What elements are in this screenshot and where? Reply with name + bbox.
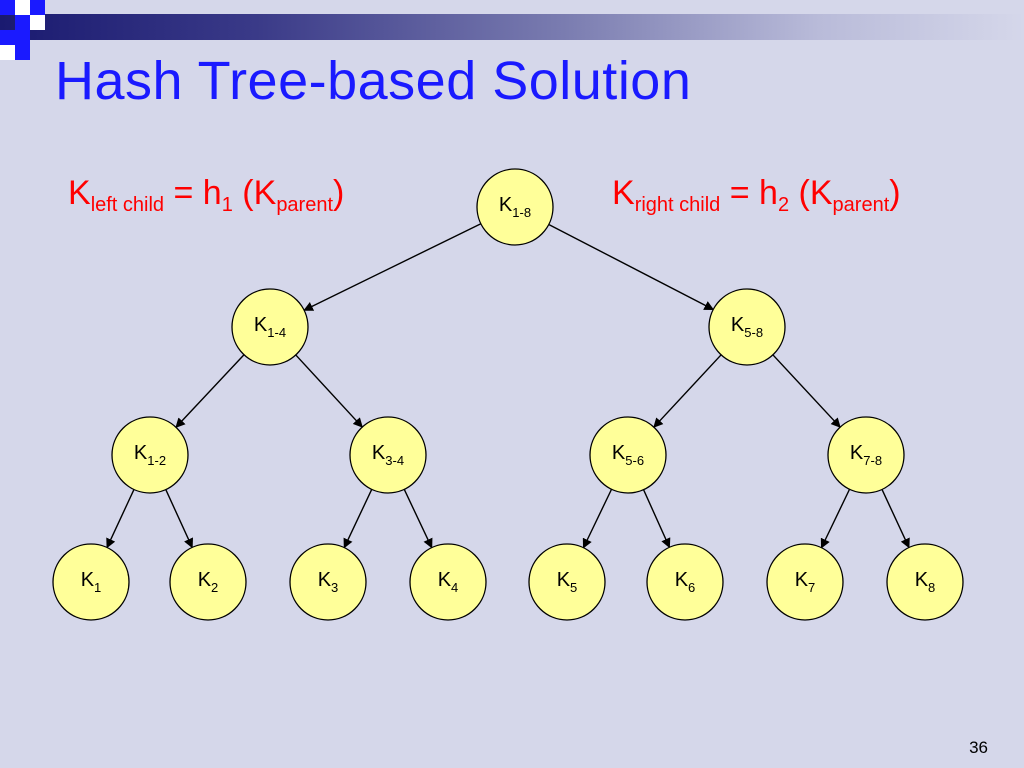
tree-node-circle [827, 416, 905, 494]
tree-node-1: K1 [52, 543, 130, 621]
tree-edge-5-8-to-5-6 [653, 354, 722, 428]
tree-node-label: K2 [198, 569, 219, 595]
tree-node-4: K4 [409, 543, 487, 621]
tree-node-circle [349, 416, 427, 494]
tree-node-8: K8 [886, 543, 964, 621]
tree-node-circle [231, 288, 309, 366]
tree-edge-1-4-to-3-4 [295, 354, 363, 428]
tree-node-circle [476, 168, 554, 246]
tree-node-3-4: K3-4 [349, 416, 427, 494]
tree-node-3: K3 [289, 543, 367, 621]
tree-node-circle [708, 288, 786, 366]
tree-edge-7-8-to-7 [820, 488, 851, 549]
tree-node-circle [409, 543, 487, 621]
tree-node-circle [52, 543, 130, 621]
page-number: 36 [969, 738, 988, 757]
tree-node-label: K1 [81, 569, 102, 595]
tree-node-circle [646, 543, 724, 621]
tree-node-1-8: K1-8 [476, 168, 554, 246]
tree-node-label: K7-8 [850, 442, 882, 468]
tree-node-circle [766, 543, 844, 621]
tree-edge-1-8-to-1-4 [303, 223, 482, 311]
tree-node-7-8: K7-8 [827, 416, 905, 494]
tree-edge-7-8-to-8 [881, 489, 910, 549]
tree-edge-1-8-to-5-8 [548, 223, 715, 311]
tree-edge-3-4-to-3 [343, 489, 373, 549]
tree-node-circle [111, 416, 189, 494]
tree-node-label: K7 [795, 569, 816, 595]
tree-edge-1-4-to-1-2 [175, 354, 245, 428]
slide-title: Hash Tree-based Solution [55, 51, 692, 111]
tree-edge-3-4-to-4 [403, 489, 433, 549]
left-child-formula: Kleft child = h1 (Kparent) [68, 174, 345, 216]
tree-node-label: K1-2 [134, 442, 166, 468]
right-child-formula: Kright child = h2 (Kparent) [612, 174, 901, 216]
tree-node-circle [169, 543, 247, 621]
tree-node-1-2: K1-2 [111, 416, 189, 494]
tree-node-label: K5-8 [731, 314, 763, 340]
tree-node-label: K6 [675, 569, 696, 595]
tree-node-5: K5 [528, 543, 606, 621]
title-decoration-bar [0, 14, 1024, 40]
tree-node-label: K4 [438, 569, 459, 595]
tree-node-6: K6 [646, 543, 724, 621]
tree-node-label: K5-6 [612, 442, 644, 468]
tree-node-circle [886, 543, 964, 621]
tree-edge-5-6-to-6 [642, 489, 671, 549]
tree-node-7: K7 [766, 543, 844, 621]
tree-node-label: K5 [557, 569, 578, 595]
tree-node-label: K1-4 [254, 314, 286, 340]
tree-edge-5-8-to-7-8 [772, 354, 841, 428]
tree-node-5-8: K5-8 [708, 288, 786, 366]
tree-node-label: K8 [915, 569, 936, 595]
tree-node-circle [589, 416, 667, 494]
tree-node-2: K2 [169, 543, 247, 621]
tree-node-5-6: K5-6 [589, 416, 667, 494]
tree-node-label: K1-8 [499, 194, 531, 220]
tree-node-circle [289, 543, 367, 621]
tree-node-label: K3 [318, 569, 339, 595]
tree-edge-1-2-to-1 [106, 489, 135, 549]
tree-edge-1-2-to-2 [165, 489, 194, 549]
tree-node-1-4: K1-4 [231, 288, 309, 366]
tree-edge-5-6-to-5 [582, 488, 613, 549]
tree-node-circle [528, 543, 606, 621]
tree-node-label: K3-4 [372, 442, 404, 468]
